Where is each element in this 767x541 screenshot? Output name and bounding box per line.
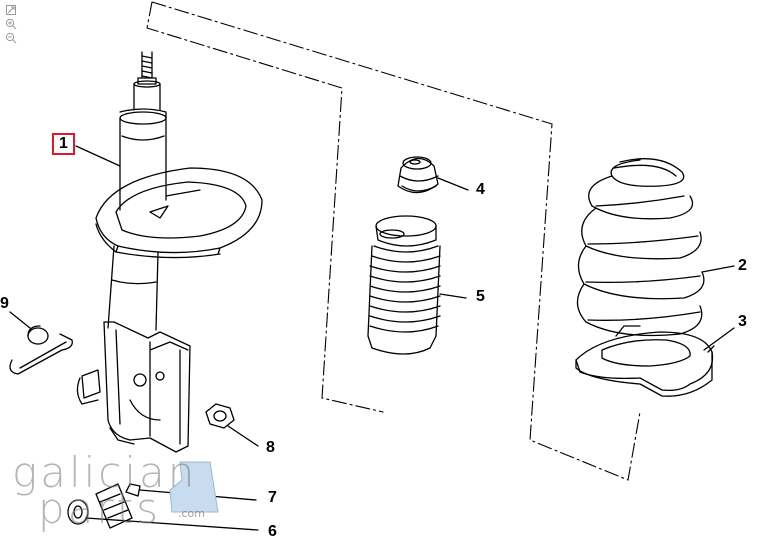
part-3-label[interactable]: 3 [738, 313, 747, 330]
dust-boot [367, 215, 467, 355]
part-4-label[interactable]: 4 [476, 181, 485, 198]
spring-seat [575, 325, 735, 397]
watermark-accent-shape [169, 461, 219, 513]
bump-stop [397, 156, 469, 194]
group-frame-lines [146, 1, 641, 481]
part-5-label[interactable]: 5 [476, 288, 485, 305]
zoom-in-icon[interactable] [5, 18, 17, 30]
part-1-label[interactable]: 1 [52, 133, 75, 155]
part-2-label[interactable]: 2 [738, 257, 747, 274]
part-6-label[interactable]: 6 [268, 523, 277, 540]
shock-absorber-strut [75, 51, 263, 453]
part-8-label[interactable]: 8 [266, 439, 275, 456]
bolt-and-washer [67, 483, 259, 531]
lock-nut [205, 403, 259, 447]
zoom-toolbar [5, 4, 19, 44]
zoom-out-icon[interactable] [5, 32, 17, 44]
fit-icon[interactable] [5, 4, 17, 16]
leader-lines [707, 345, 715, 353]
part-7-label[interactable]: 7 [268, 489, 277, 506]
retaining-clip [9, 311, 73, 375]
part-9-label[interactable]: 9 [0, 295, 9, 312]
coil-spring [576, 158, 735, 337]
